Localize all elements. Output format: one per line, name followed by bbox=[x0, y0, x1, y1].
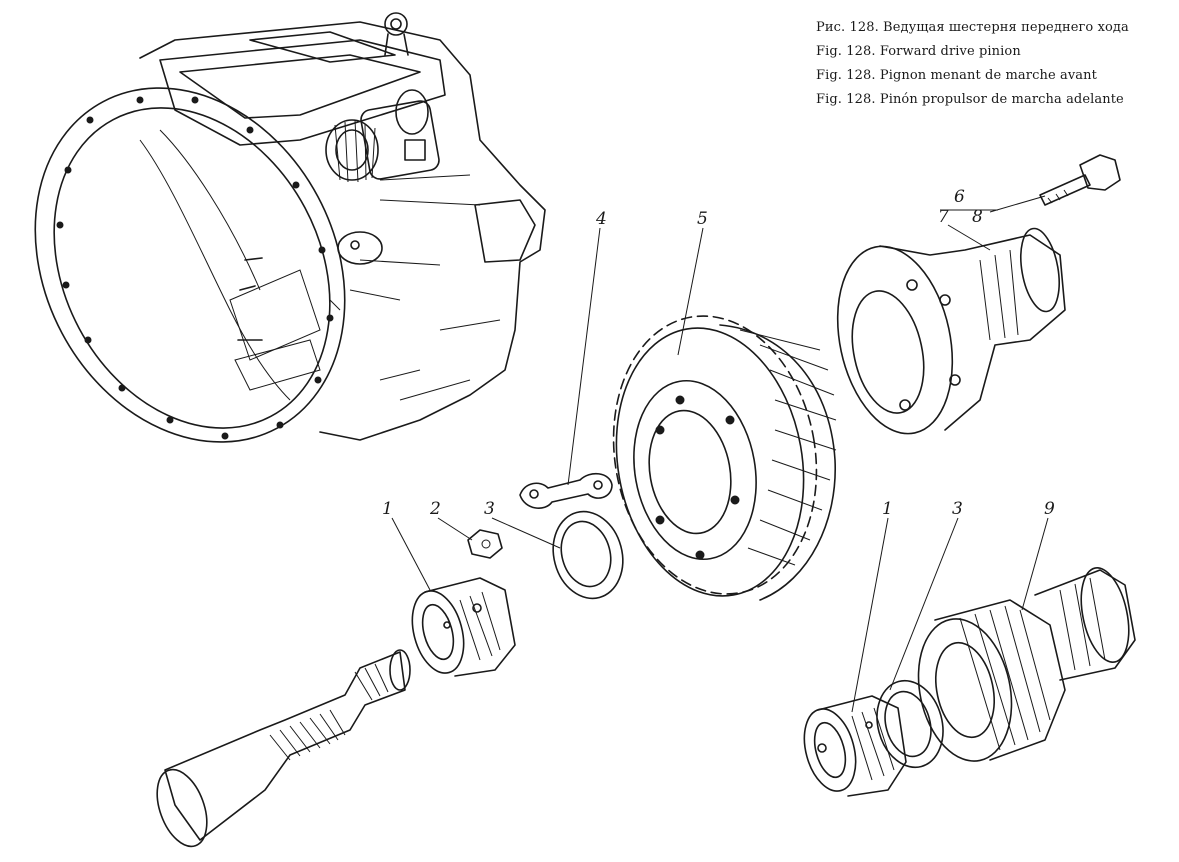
part-labels: 1 2 3 4 5 6 7 8 1 3 9 bbox=[382, 187, 1055, 519]
part-8-bolt bbox=[1039, 154, 1121, 206]
part-9-drive-pinion bbox=[917, 567, 1136, 762]
label-part-2: 2 bbox=[429, 499, 441, 519]
part-3-washer-right bbox=[876, 679, 944, 769]
caption-spanish: Fig. 128. Pinón propulsor de marcha adel… bbox=[816, 92, 1124, 107]
part-2-nut bbox=[467, 529, 503, 559]
label-part-9: 9 bbox=[1044, 499, 1055, 519]
caption-english: Fig. 128. Forward drive pinion bbox=[816, 44, 1021, 59]
label-part-6: 6 bbox=[954, 187, 965, 207]
label-part-5: 5 bbox=[697, 209, 708, 229]
drive-shaft bbox=[156, 649, 411, 848]
part-1-bearing-left bbox=[411, 577, 516, 677]
label-part-1-right: 1 bbox=[882, 499, 893, 519]
label-part-7: 7 bbox=[938, 207, 949, 227]
leader-lines bbox=[391, 195, 1049, 713]
gearbox-housing bbox=[34, 12, 546, 443]
caption-french: Fig. 128. Pignon menant de marche avant bbox=[816, 68, 1097, 83]
part-3-washer-left bbox=[552, 510, 624, 600]
part-1-bearing-right bbox=[803, 695, 907, 797]
label-part-3-left: 3 bbox=[484, 499, 495, 519]
part-4-lock-plate bbox=[519, 472, 613, 509]
label-part-1-left: 1 bbox=[382, 499, 393, 519]
label-part-8: 8 bbox=[972, 207, 983, 227]
part-7-flange-hub bbox=[836, 227, 1066, 435]
caption-russian: Рис. 128. Ведущая шестерня переднего ход… bbox=[816, 20, 1129, 35]
label-part-3-right: 3 bbox=[952, 499, 963, 519]
label-part-4: 4 bbox=[595, 209, 607, 229]
part-5-large-gear bbox=[612, 315, 837, 601]
